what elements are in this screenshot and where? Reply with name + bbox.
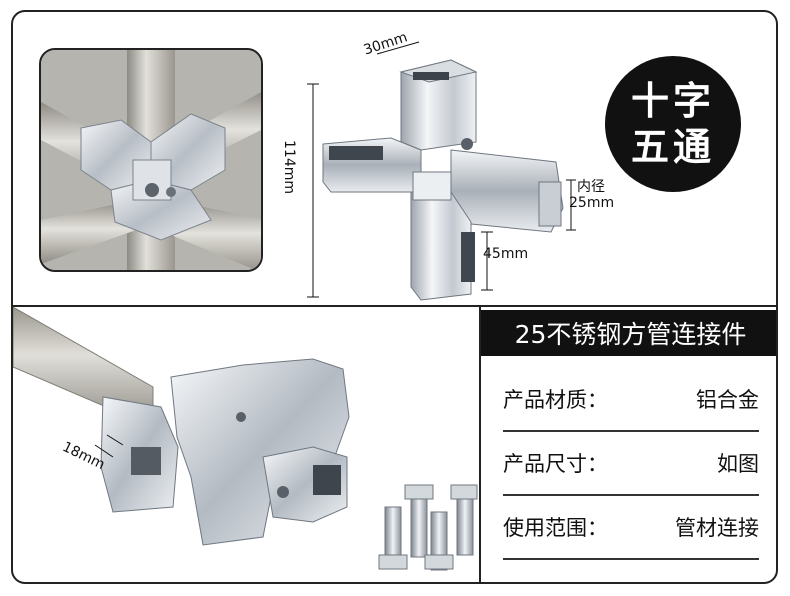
inner-diameter-value: 25mm: [569, 195, 615, 211]
vertical-divider: [479, 307, 481, 582]
inner-diameter-label: 内径: [577, 179, 605, 195]
arm-length-label: 45mm: [483, 246, 529, 262]
height-label: 114mm: [281, 140, 297, 194]
spec-row-material: 产品材质： 铝合金: [503, 368, 759, 432]
spec-row-usage: 使用范围： 管材连接: [503, 496, 759, 560]
spec-value: 管材连接: [675, 516, 759, 540]
installed-connector-illustration: [41, 50, 261, 270]
cross-connector-diagram: [307, 41, 576, 301]
cross-five-way-badge: 十字 五通: [605, 56, 741, 192]
spec-label: 产品材质：: [503, 388, 608, 412]
spec-row-size: 产品尺寸： 如图: [503, 432, 759, 496]
spec-label: 产品尺寸：: [503, 452, 608, 476]
spec-value: 如图: [717, 452, 759, 476]
horizontal-divider: [13, 305, 776, 307]
spec-value: 铝合金: [696, 388, 759, 412]
product-title-bar: 25不锈钢方管连接件: [481, 310, 776, 356]
installed-connector-photo: [39, 48, 263, 272]
exploded-connector-illustration: [13, 307, 478, 571]
badge-line-2: 五通: [630, 125, 715, 169]
product-card: 30mm 114mm 内径 25mm 45mm 十字 五通: [11, 10, 778, 584]
badge-line-1: 十字: [630, 79, 715, 123]
spec-label: 使用范围：: [503, 516, 608, 540]
bolt-set: [378, 484, 478, 571]
